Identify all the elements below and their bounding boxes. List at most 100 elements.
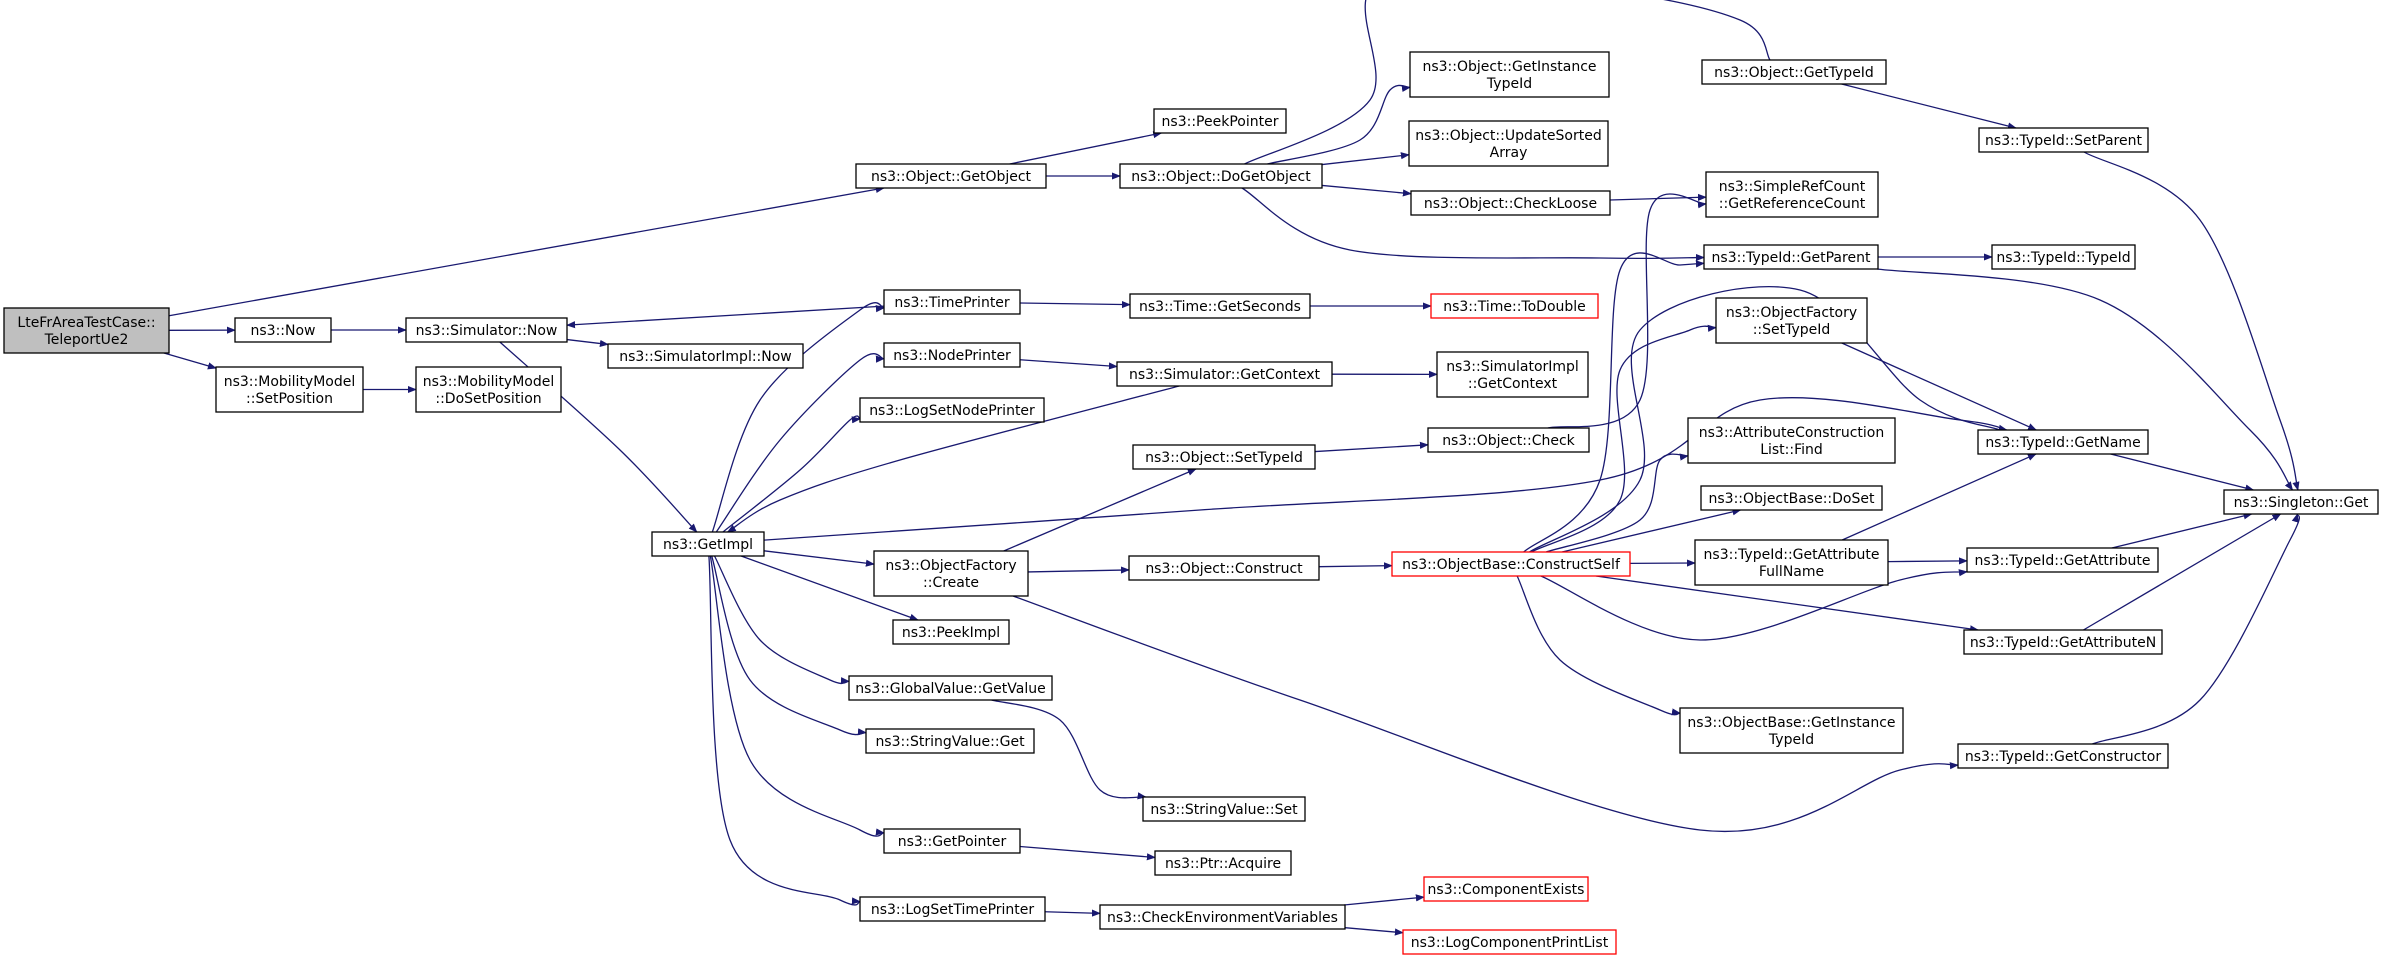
edge-dogetobject-to-objgettid — [1244, 0, 1778, 165]
edge-objcheck-to-refcount — [1547, 193, 1707, 429]
node-svget[interactable]: ns3::StringValue::Get — [865, 728, 1035, 754]
node-root[interactable]: LteFrAreaTestCase::TeleportUe2 — [3, 307, 170, 354]
node-logcplist[interactable]: ns3::LogComponentPrintList — [1402, 929, 1617, 955]
node-box — [215, 366, 364, 413]
node-nodeprinter[interactable]: ns3::NodePrinter — [883, 342, 1021, 368]
edge-ofcreate-to-construct — [1027, 566, 1130, 574]
node-tidname[interactable]: ns3::TypeId::GetName — [1977, 429, 2149, 455]
node-label: ns3::MobilityModel — [423, 374, 555, 390]
node-simimplnow[interactable]: ns3::SimulatorImpl::Now — [607, 343, 804, 369]
node-label: ns3::ObjectBase::ConstructSelf — [1402, 557, 1621, 573]
edge-tidparent-to-singget — [1877, 268, 2294, 491]
node-box — [1963, 629, 2163, 655]
node-label: ns3::ComponentExists — [1428, 882, 1585, 898]
node-getobject[interactable]: ns3::Object::GetObject — [855, 163, 1047, 189]
node-box — [865, 728, 1035, 754]
node-ofcreate[interactable]: ns3::ObjectFactory::Create — [873, 550, 1029, 597]
node-label: ns3::AttributeConstruction — [1699, 425, 1884, 441]
node-box — [1957, 743, 2169, 769]
node-tidtid[interactable]: ns3::TypeId::TypeId — [1991, 244, 2136, 270]
node-label: ns3::Now — [251, 323, 316, 339]
node-box — [1436, 351, 1589, 398]
node-todouble[interactable]: ns3::Time::ToDouble — [1430, 293, 1599, 319]
node-constself[interactable]: ns3::ObjectBase::ConstructSelf — [1391, 551, 1631, 577]
node-box — [1129, 293, 1311, 319]
node-getpointer[interactable]: ns3::GetPointer — [883, 828, 1021, 854]
node-label: ns3::TypeId::GetAttributeN — [1970, 635, 2156, 651]
node-timeprinter[interactable]: ns3::TimePrinter — [883, 289, 1021, 315]
node-refcount[interactable]: ns3::SimpleRefCount::GetReferenceCount — [1705, 171, 1879, 218]
node-box — [1427, 427, 1590, 453]
node-box — [1128, 555, 1320, 581]
node-ptracquire[interactable]: ns3::Ptr::Acquire — [1154, 850, 1292, 876]
node-box — [1705, 171, 1879, 218]
node-label: ns3::StringValue::Set — [1150, 802, 1298, 818]
node-obdoset[interactable]: ns3::ObjectBase::DoSet — [1700, 485, 1883, 511]
node-box — [607, 343, 804, 369]
node-label: ns3::TypeId::GetAttribute — [1704, 547, 1880, 563]
node-simimplctx[interactable]: ns3::SimulatorImpl::GetContext — [1436, 351, 1589, 398]
node-mobset[interactable]: ns3::MobilityModel::SetPosition — [215, 366, 364, 413]
node-logsettime[interactable]: ns3::LogSetTimePrinter — [859, 896, 1046, 922]
node-box — [2223, 489, 2379, 515]
node-setTypeId[interactable]: ns3::Object::SetTypeId — [1132, 444, 1316, 470]
node-label: ns3::Time::GetSeconds — [1139, 299, 1301, 315]
edge-construct-to-constself — [1318, 562, 1393, 570]
node-label: ns3::SimpleRefCount — [1719, 179, 1866, 195]
node-label: ns3::SimulatorImpl — [1446, 359, 1579, 375]
edge-getpointer-to-ptracquire — [1019, 845, 1156, 861]
node-simgetctx[interactable]: ns3::Simulator::GetContext — [1116, 361, 1333, 387]
node-compexists[interactable]: ns3::ComponentExists — [1423, 876, 1589, 902]
node-peekpointer[interactable]: ns3::PeekPointer — [1153, 108, 1287, 134]
node-tidparent[interactable]: ns3::TypeId::GetParent — [1703, 244, 1879, 270]
node-logsetnode[interactable]: ns3::LogSetNodePrinter — [859, 397, 1045, 423]
node-box — [1402, 929, 1617, 955]
node-box — [415, 366, 562, 413]
node-label: ns3::ObjectFactory — [1726, 305, 1857, 321]
node-box — [1142, 796, 1306, 822]
node-ofsettid[interactable]: ns3::ObjectFactory::SetTypeId — [1715, 297, 1868, 344]
node-getimpl[interactable]: ns3::GetImpl — [651, 531, 765, 557]
node-box — [883, 342, 1021, 368]
node-gvget[interactable]: ns3::GlobalValue::GetValue — [848, 675, 1053, 701]
node-label: ns3::StringValue::Get — [875, 734, 1025, 750]
edge-ofcreate-to-tidctor — [1012, 595, 1959, 833]
node-label: ns3::ObjectBase::DoSet — [1709, 491, 1875, 507]
node-box — [651, 531, 765, 557]
node-now[interactable]: ns3::Now — [234, 317, 332, 343]
node-svset[interactable]: ns3::StringValue::Set — [1142, 796, 1306, 822]
node-label: ::DoSetPosition — [435, 391, 541, 407]
edge-constself-to-obdoset — [1561, 508, 1742, 553]
node-checkenv[interactable]: ns3::CheckEnvironmentVariables — [1099, 904, 1346, 930]
node-peekimpl[interactable]: ns3::PeekImpl — [892, 619, 1010, 645]
node-getseconds[interactable]: ns3::Time::GetSeconds — [1129, 293, 1311, 319]
edge-logsettime-to-checkenv — [1044, 909, 1101, 917]
node-tidattrn[interactable]: ns3::TypeId::GetAttributeN — [1963, 629, 2163, 655]
node-box — [1701, 59, 1887, 85]
edge-getimpl-to-gvget — [713, 555, 850, 685]
node-box — [1700, 485, 1883, 511]
node-tidctor[interactable]: ns3::TypeId::GetConstructor — [1957, 743, 2169, 769]
node-objgettid[interactable]: ns3::Object::GetTypeId — [1701, 59, 1887, 85]
node-simnow[interactable]: ns3::Simulator::Now — [405, 317, 568, 343]
node-checkloose[interactable]: ns3::Object::CheckLoose — [1410, 190, 1611, 216]
node-mobdoset[interactable]: ns3::MobilityModel::DoSetPosition — [415, 366, 562, 413]
edge-ofsettid-to-tidname — [1841, 342, 2038, 431]
node-objcheck[interactable]: ns3::Object::Check — [1427, 427, 1590, 453]
node-tidattr[interactable]: ns3::TypeId::GetAttribute — [1966, 547, 2159, 573]
node-label: ::GetReferenceCount — [1719, 196, 1866, 212]
edge-checkenv-to-compexists — [1343, 894, 1425, 906]
node-label: ns3::TypeId::GetParent — [1712, 250, 1871, 266]
node-construct[interactable]: ns3::Object::Construct — [1128, 555, 1320, 581]
node-box — [1409, 51, 1610, 98]
node-box — [859, 397, 1045, 423]
node-singget[interactable]: ns3::Singleton::Get — [2223, 489, 2379, 515]
node-tidsetpar[interactable]: ns3::TypeId::SetParent — [1978, 127, 2149, 153]
node-dogetobject[interactable]: ns3::Object::DoGetObject — [1119, 163, 1323, 189]
node-label: ns3::Object::GetTypeId — [1714, 65, 1874, 81]
